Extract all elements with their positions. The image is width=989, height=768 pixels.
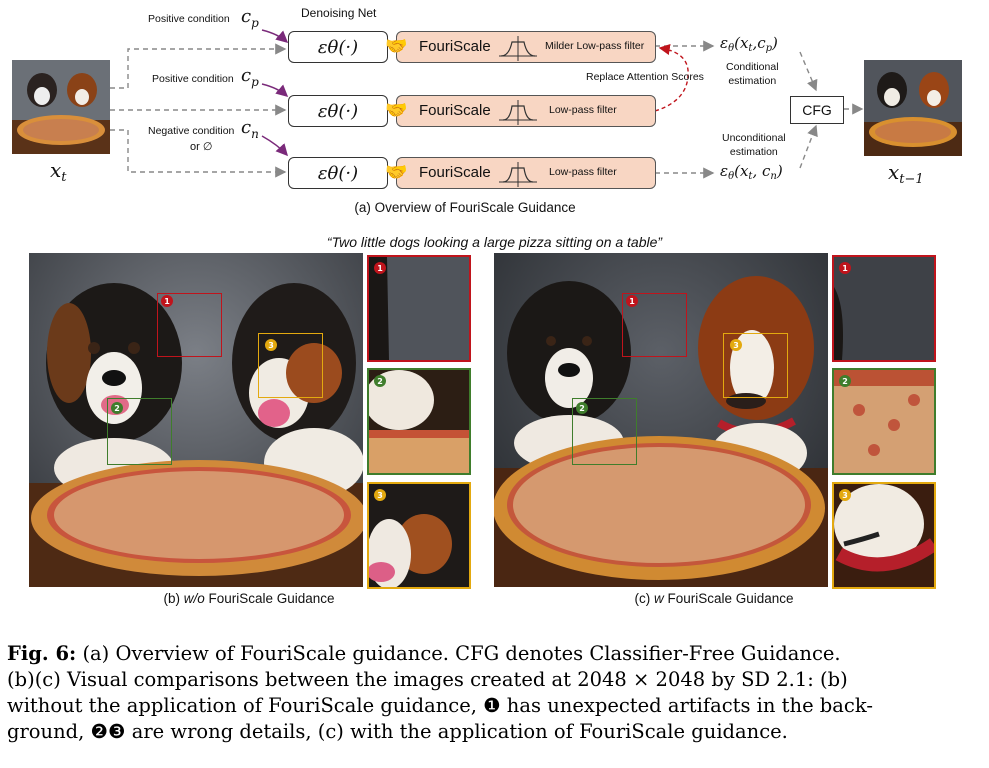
condition-symbol-row3: cn <box>241 117 259 141</box>
output-label: xt−1 <box>888 160 924 187</box>
marker-3-icon: 3 <box>374 489 386 501</box>
marker-1-icon: 1 <box>161 295 173 307</box>
condition-label-row2: Positive condition <box>152 73 234 85</box>
crop-2-without: 2 <box>367 368 471 475</box>
cfg-box: CFG <box>790 96 844 124</box>
unconditional-estimation-label: Unconditional estimation <box>722 132 786 158</box>
subcaption-b: (b) w/o FouriScale Guidance <box>163 591 335 606</box>
caption-fig-label: Fig. 6: <box>7 642 77 665</box>
region-box-2 <box>572 398 637 465</box>
marker-2-icon: 2 <box>839 375 851 387</box>
marker-3-icon: 3 <box>730 339 742 351</box>
condition-symbol-row1: cp <box>241 6 259 30</box>
figure-caption: Fig. 6: (a) Overview of FouriScale guida… <box>7 641 982 745</box>
condition-symbol-row2: cp <box>241 65 259 89</box>
crop-1-with: 1 <box>832 255 936 362</box>
region-box-1 <box>157 293 222 357</box>
output-image-xt-1 <box>864 60 962 156</box>
marker-3-icon: 3 <box>265 339 277 351</box>
net-text: εθ(·) <box>317 36 359 58</box>
marker-1-icon: 1 <box>626 295 638 307</box>
crop-3-without: 3 <box>367 482 471 589</box>
condition-label-row1: Positive condition <box>148 13 230 25</box>
marker-2-icon: 2 <box>111 402 123 414</box>
eps-conditional: εθ(xt,cp) <box>720 34 778 54</box>
crop-1-without: 1 <box>367 255 471 362</box>
fouriscale-module-row3: 🤝 FouriScale Low-pass filter <box>385 157 656 189</box>
caption-line1: Fig. 6: (a) Overview of FouriScale guida… <box>7 642 841 665</box>
region-box-2 <box>107 398 172 465</box>
fouriscale-module-row1: 🤝 FouriScale Milder Low-pass filter <box>385 31 656 63</box>
handshake-icon: 🤝 <box>385 100 408 121</box>
input-label: xt <box>50 158 67 185</box>
marker-3-icon: 3 <box>839 489 851 501</box>
fouriscale-label: FouriScale <box>419 164 491 181</box>
caption-line2: (b)(c) Visual comparisons between the im… <box>7 668 848 691</box>
marker-1-icon: 1 <box>374 262 386 274</box>
handshake-icon: 🤝 <box>385 162 408 183</box>
marker-2-icon: 2 <box>576 402 588 414</box>
condition-label-row3: Negative condition <box>148 125 235 137</box>
fouriscale-label: FouriScale <box>419 38 491 55</box>
filter-label-row2: Low-pass filter <box>549 104 617 116</box>
region-box-3 <box>258 333 323 398</box>
denoising-net-row3: εθ(·) <box>288 157 388 189</box>
fouriscale-label: FouriScale <box>419 102 491 119</box>
subcaption-c: (c) w FouriScale Guidance <box>634 591 794 606</box>
net-text: εθ(·) <box>317 162 359 184</box>
eps-unconditional: εθ(xt, cn) <box>720 162 783 182</box>
cfg-label: CFG <box>802 102 832 118</box>
condition-extra-row3: or ∅ <box>190 141 213 153</box>
marker-1-icon: 1 <box>839 262 851 274</box>
filter-label-row3: Low-pass filter <box>549 166 617 178</box>
net-text: εθ(·) <box>317 100 359 122</box>
region-box-1 <box>622 293 687 357</box>
diagram-subcaption: (a) Overview of FouriScale Guidance <box>354 200 576 215</box>
crop-3-with: 3 <box>832 482 936 589</box>
image-without-guidance: 1 2 3 <box>29 253 363 587</box>
handshake-icon: 🤝 <box>385 36 408 57</box>
denoising-net-row2: εθ(·) <box>288 95 388 127</box>
denoising-net-label: Denoising Net <box>301 6 377 20</box>
filter-curve-icon <box>499 162 537 187</box>
denoising-net-row1: εθ(·) <box>288 31 388 63</box>
replace-attention-label: Replace Attention Scores <box>586 71 704 83</box>
conditional-estimation-label: Conditional estimation <box>726 61 779 87</box>
region-box-3 <box>723 333 788 398</box>
marker-2-icon: 2 <box>374 375 386 387</box>
caption-line3: without the application of FouriScale gu… <box>7 694 873 717</box>
filter-curve-icon <box>499 100 537 125</box>
caption-line4: ground, ❷❸ are wrong details, (c) with t… <box>7 720 788 743</box>
filter-curve-icon <box>499 36 537 61</box>
image-with-guidance: 1 2 3 <box>494 253 828 587</box>
prompt-text: “Two little dogs looking a large pizza s… <box>326 234 663 250</box>
filter-label-row1: Milder Low-pass filter <box>545 40 645 52</box>
diagram-connectors <box>110 29 864 179</box>
input-image-xt <box>12 60 110 154</box>
crop-2-with: 2 <box>832 368 936 475</box>
fouriscale-module-row2: 🤝 FouriScale Low-pass filter <box>385 95 656 127</box>
